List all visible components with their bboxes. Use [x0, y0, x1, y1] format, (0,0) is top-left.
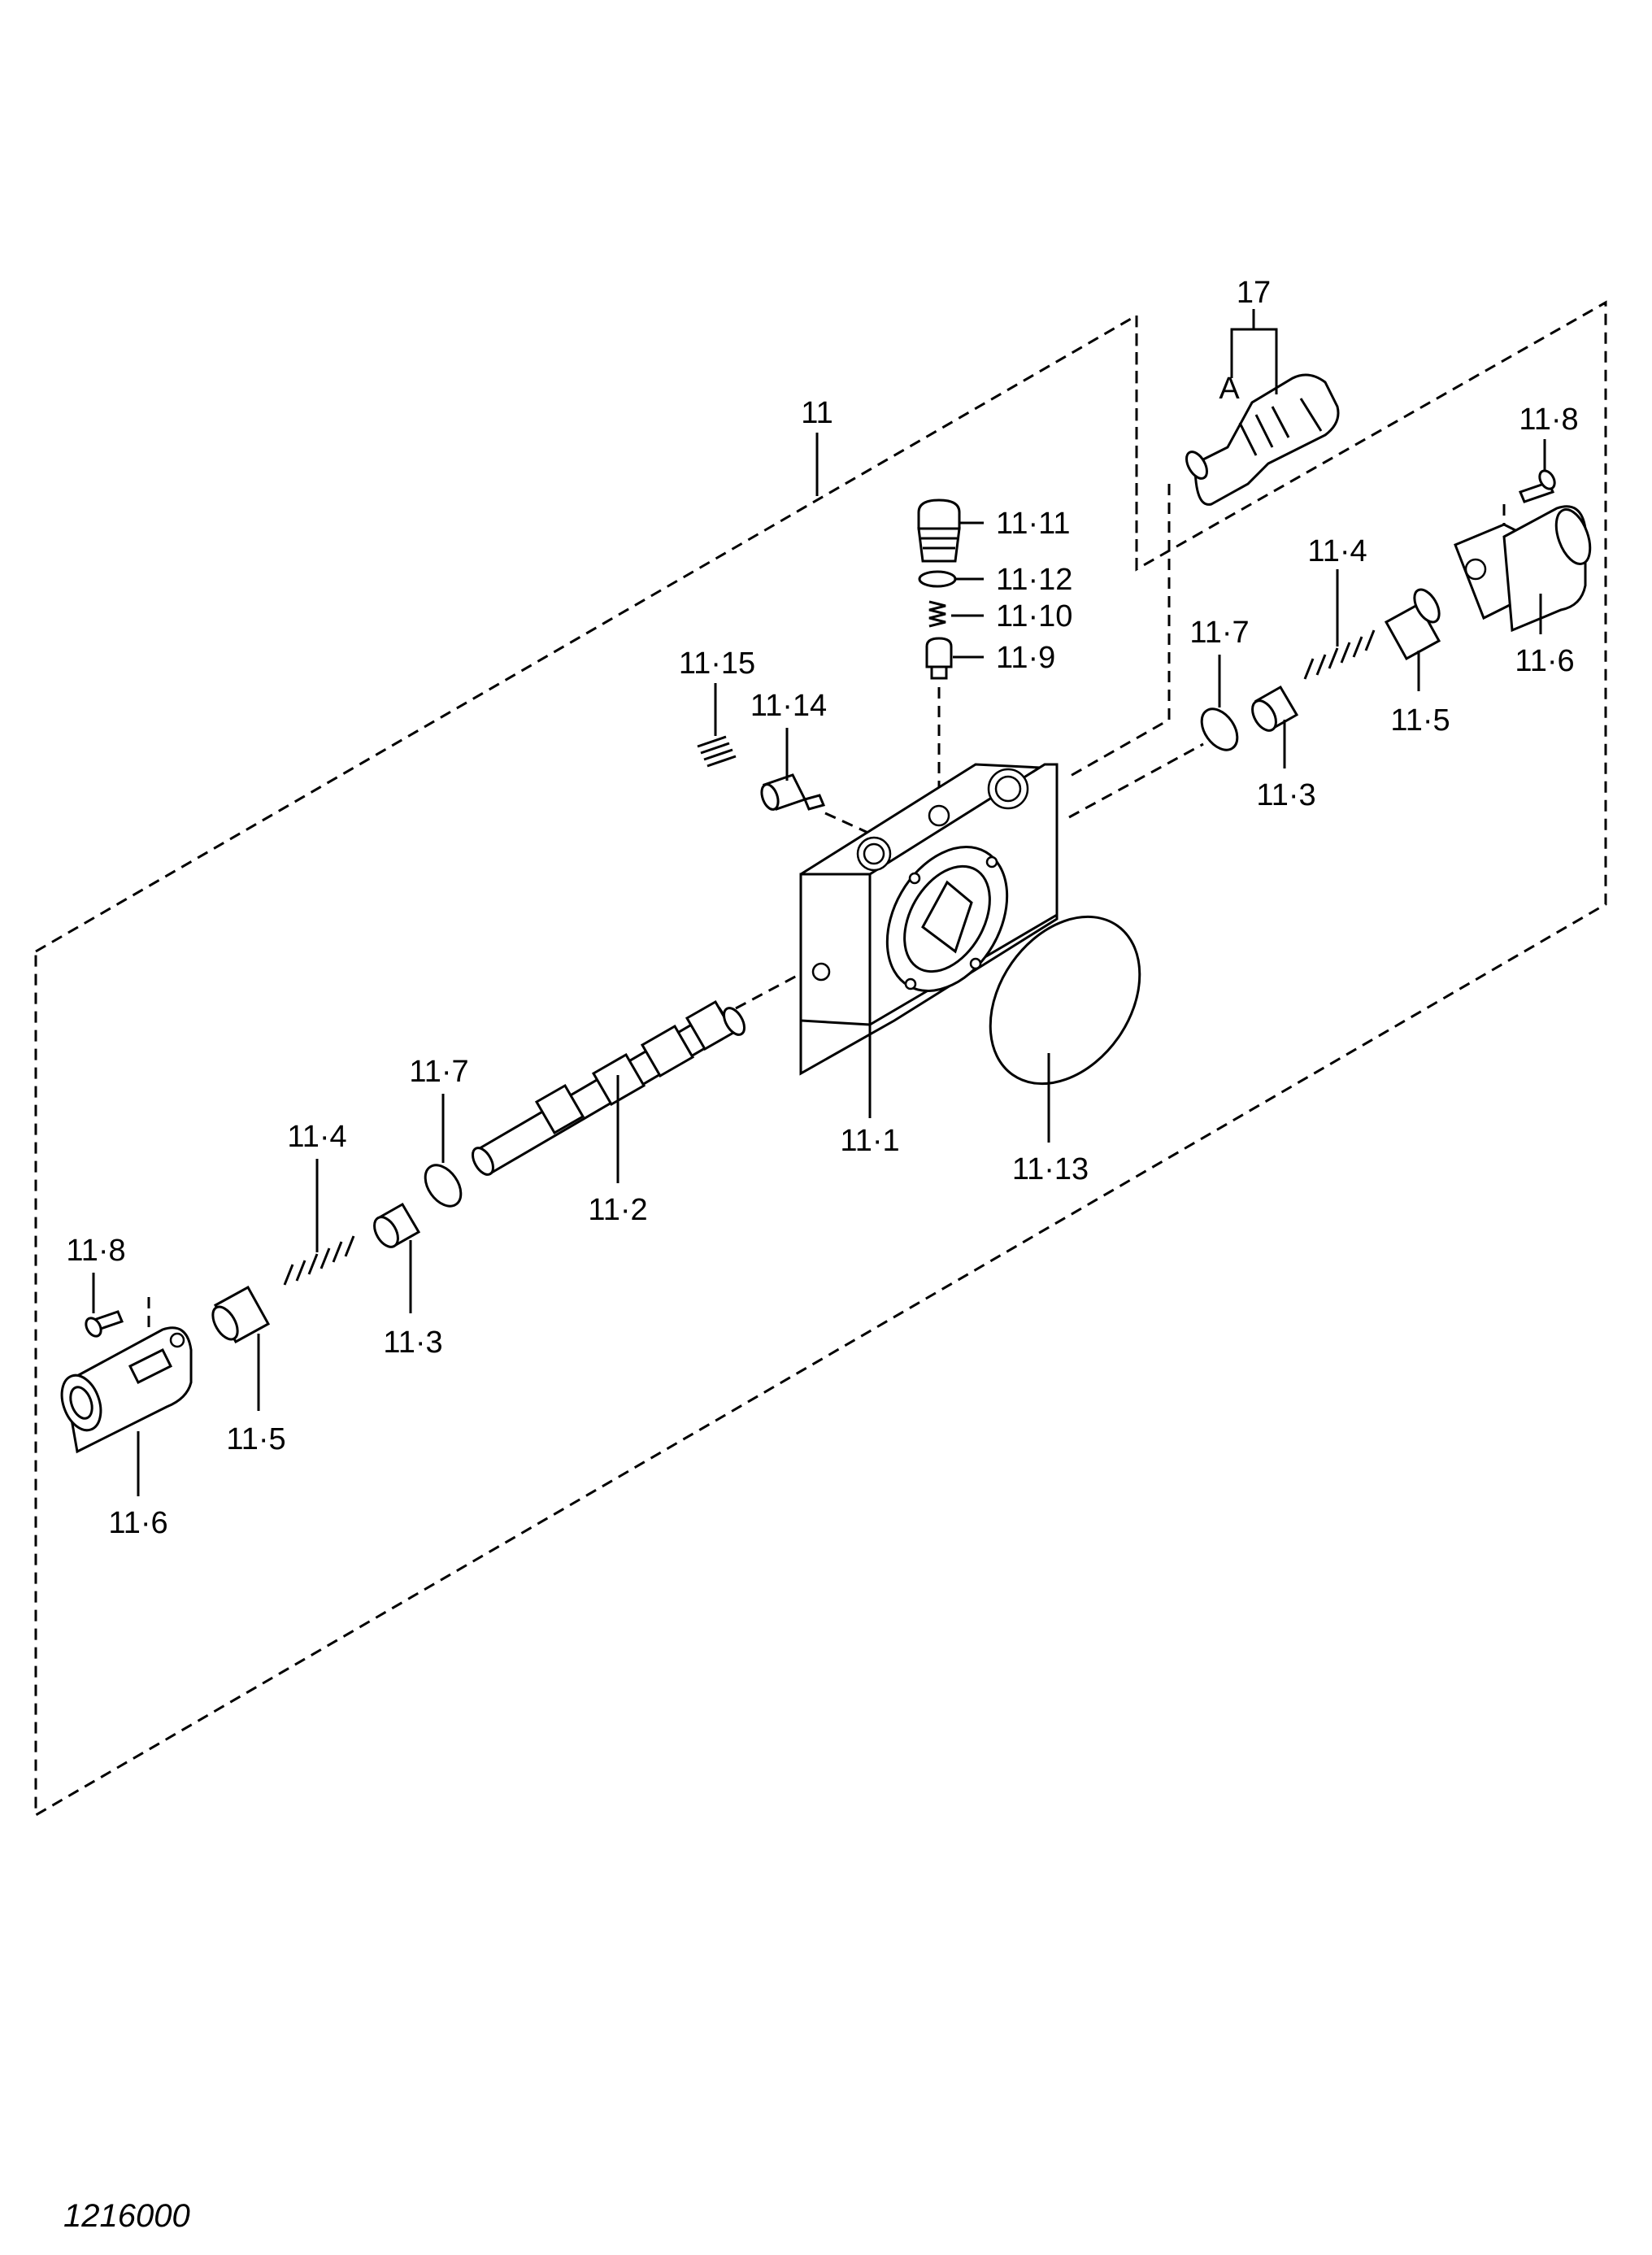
spring-11-4-right-part [1303, 629, 1376, 680]
spool-11-2-part [472, 999, 746, 1176]
spring-11-15-part [697, 735, 737, 768]
fitting-17-part [1185, 373, 1340, 506]
callout-11-5-right: 11·5 [1390, 703, 1450, 738]
cap-11-5-right-part [1384, 588, 1441, 661]
cover-11-6-right-part [1454, 505, 1592, 633]
callout-11-8-left: 11·8 [66, 1234, 125, 1268]
valve-body-11-1-part [799, 763, 1059, 1076]
callout-11-8-right: 11·8 [1519, 403, 1578, 437]
o-ring-11-12-part [918, 570, 957, 588]
callout-11-6-left: 11·6 [108, 1506, 167, 1540]
callout-11-6-right: 11·6 [1515, 644, 1574, 678]
callout-11-2: 11·2 [588, 1193, 647, 1227]
center-line-17 [1068, 484, 1171, 778]
poppet-11-9-part [925, 637, 953, 680]
callout-11-9: 11·9 [996, 641, 1055, 675]
callout-11-7-right: 11·7 [1189, 616, 1249, 650]
callout-11-4-left: 11·4 [287, 1120, 346, 1154]
callout-11-3-left: 11·3 [383, 1326, 442, 1360]
spring-11-10-part [928, 600, 946, 628]
spring-11-4-left-part [283, 1235, 355, 1286]
pin-11-14-part [760, 773, 826, 811]
callout-11-12: 11·12 [996, 563, 1072, 597]
seat-11-3-right-part [1251, 685, 1299, 732]
group-11-boundary [34, 300, 1607, 1817]
callout-11-14: 11·14 [750, 689, 827, 723]
cover-11-6-left-part [60, 1326, 193, 1454]
callout-17: 17 [1237, 276, 1271, 310]
plug-11-11-part [917, 498, 961, 563]
callout-11-11: 11·11 [996, 507, 1071, 541]
bolt-11-8-right-part [1519, 469, 1556, 503]
callout-11-5-left: 11·5 [226, 1422, 285, 1456]
o-ring-11-13-part [989, 915, 1141, 1086]
seat-11-3-left-part [373, 1202, 421, 1248]
o-ring-11-7-left-part [424, 1164, 463, 1208]
callout-11-15: 11·15 [679, 646, 755, 681]
callout-11: 11 [801, 396, 833, 430]
figure-number: 1216000 [63, 2198, 190, 2234]
callout-11-1: 11·1 [840, 1124, 899, 1158]
callout-11-4-right: 11·4 [1307, 534, 1367, 568]
callout-A: A [1219, 372, 1240, 406]
bolt-11-8-left-part [85, 1310, 124, 1338]
callout-11-3-right: 11·3 [1256, 778, 1315, 812]
o-ring-11-7-right-part [1200, 707, 1239, 751]
callout-11-10: 11·10 [996, 599, 1072, 633]
callout-11-13: 11·13 [1012, 1152, 1089, 1186]
cap-11-5-left-part [211, 1285, 271, 1344]
callout-11-7-left: 11·7 [409, 1055, 468, 1089]
